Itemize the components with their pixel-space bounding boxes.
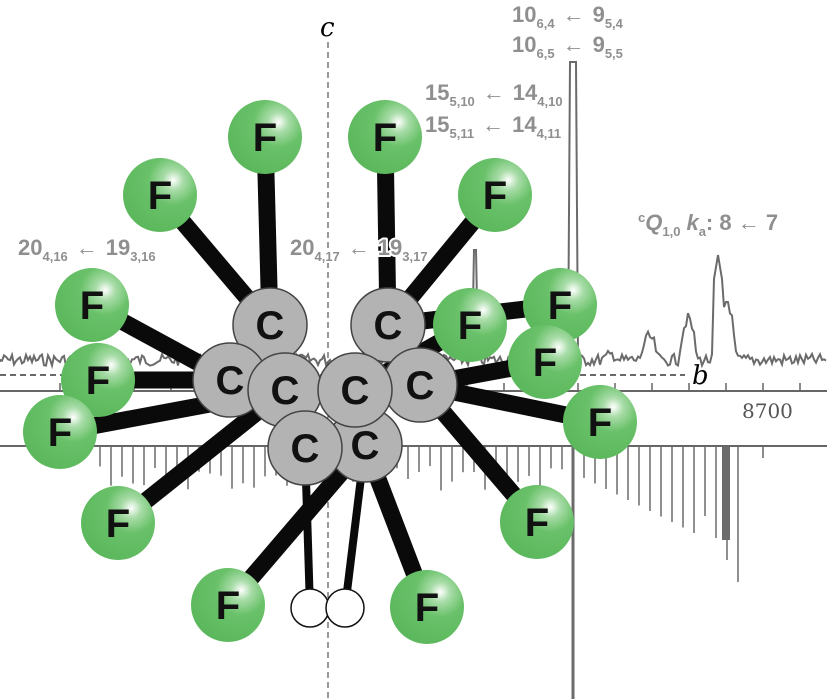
fluorine-atom bbox=[390, 570, 464, 644]
fluorine-atom bbox=[348, 100, 422, 174]
atom-label: F bbox=[548, 284, 572, 328]
tick-label-8700: 8700 bbox=[742, 399, 793, 423]
atom-label: F bbox=[415, 586, 439, 630]
atom-label: F bbox=[483, 174, 507, 218]
atom-label: F bbox=[80, 284, 104, 328]
hydrogen-atom bbox=[290, 588, 330, 628]
atom-label: F bbox=[148, 174, 172, 218]
fluorine-atom bbox=[81, 486, 155, 560]
fluorine-atom bbox=[55, 268, 129, 342]
fluorine-atom bbox=[61, 343, 135, 417]
atom-label: F bbox=[533, 341, 557, 385]
fluorine-atom bbox=[563, 385, 637, 459]
atom-label: F bbox=[458, 304, 482, 348]
carbon-atom bbox=[350, 287, 426, 363]
fluorine-atom bbox=[523, 268, 597, 342]
atom-label: C bbox=[216, 359, 245, 403]
fluorine-atom bbox=[23, 395, 97, 469]
hydrogen-atom bbox=[325, 588, 365, 628]
fluorine-atom bbox=[458, 158, 532, 232]
stick-cluster bbox=[722, 446, 730, 540]
fluorine-atom bbox=[123, 158, 197, 232]
transition-label: 106,4←95,4 bbox=[512, 2, 624, 31]
fluorine-atom bbox=[433, 288, 507, 362]
fluorine-atom bbox=[191, 568, 265, 642]
carbon-atom bbox=[267, 410, 343, 486]
atom-label: C bbox=[351, 424, 380, 468]
atom-label: C bbox=[341, 369, 370, 413]
fluorine-atom bbox=[228, 100, 302, 174]
fluorine-atom bbox=[500, 485, 574, 559]
fluorine-atom bbox=[508, 325, 582, 399]
atom-label: F bbox=[253, 116, 277, 160]
b-axis-label: b bbox=[692, 361, 709, 391]
molecule-model bbox=[23, 100, 637, 644]
transition-label: 155,11←144,11 bbox=[425, 112, 561, 141]
atom-label: C bbox=[374, 304, 403, 348]
atom-label: F bbox=[106, 502, 130, 546]
carbon-atom bbox=[317, 352, 393, 428]
atom-label: C bbox=[406, 364, 435, 408]
atom-label: F bbox=[86, 359, 110, 403]
atom-label: C bbox=[271, 369, 300, 413]
atom-label: F bbox=[525, 501, 549, 545]
transition-label: 155,10←144,10 bbox=[425, 80, 563, 109]
atom-label: C bbox=[291, 427, 320, 471]
atom-label: F bbox=[216, 584, 240, 628]
transition-label: 106,5←95,5 bbox=[512, 32, 623, 61]
atom-label: F bbox=[48, 411, 72, 455]
atom-label: C bbox=[256, 304, 285, 348]
atom-label: F bbox=[588, 401, 612, 445]
transition-label: 204,16←193,16 bbox=[18, 235, 156, 264]
atom-label: F bbox=[373, 116, 397, 160]
transition-label: 204,17←193,17 bbox=[290, 235, 428, 264]
c-axis-label: c bbox=[320, 13, 335, 43]
